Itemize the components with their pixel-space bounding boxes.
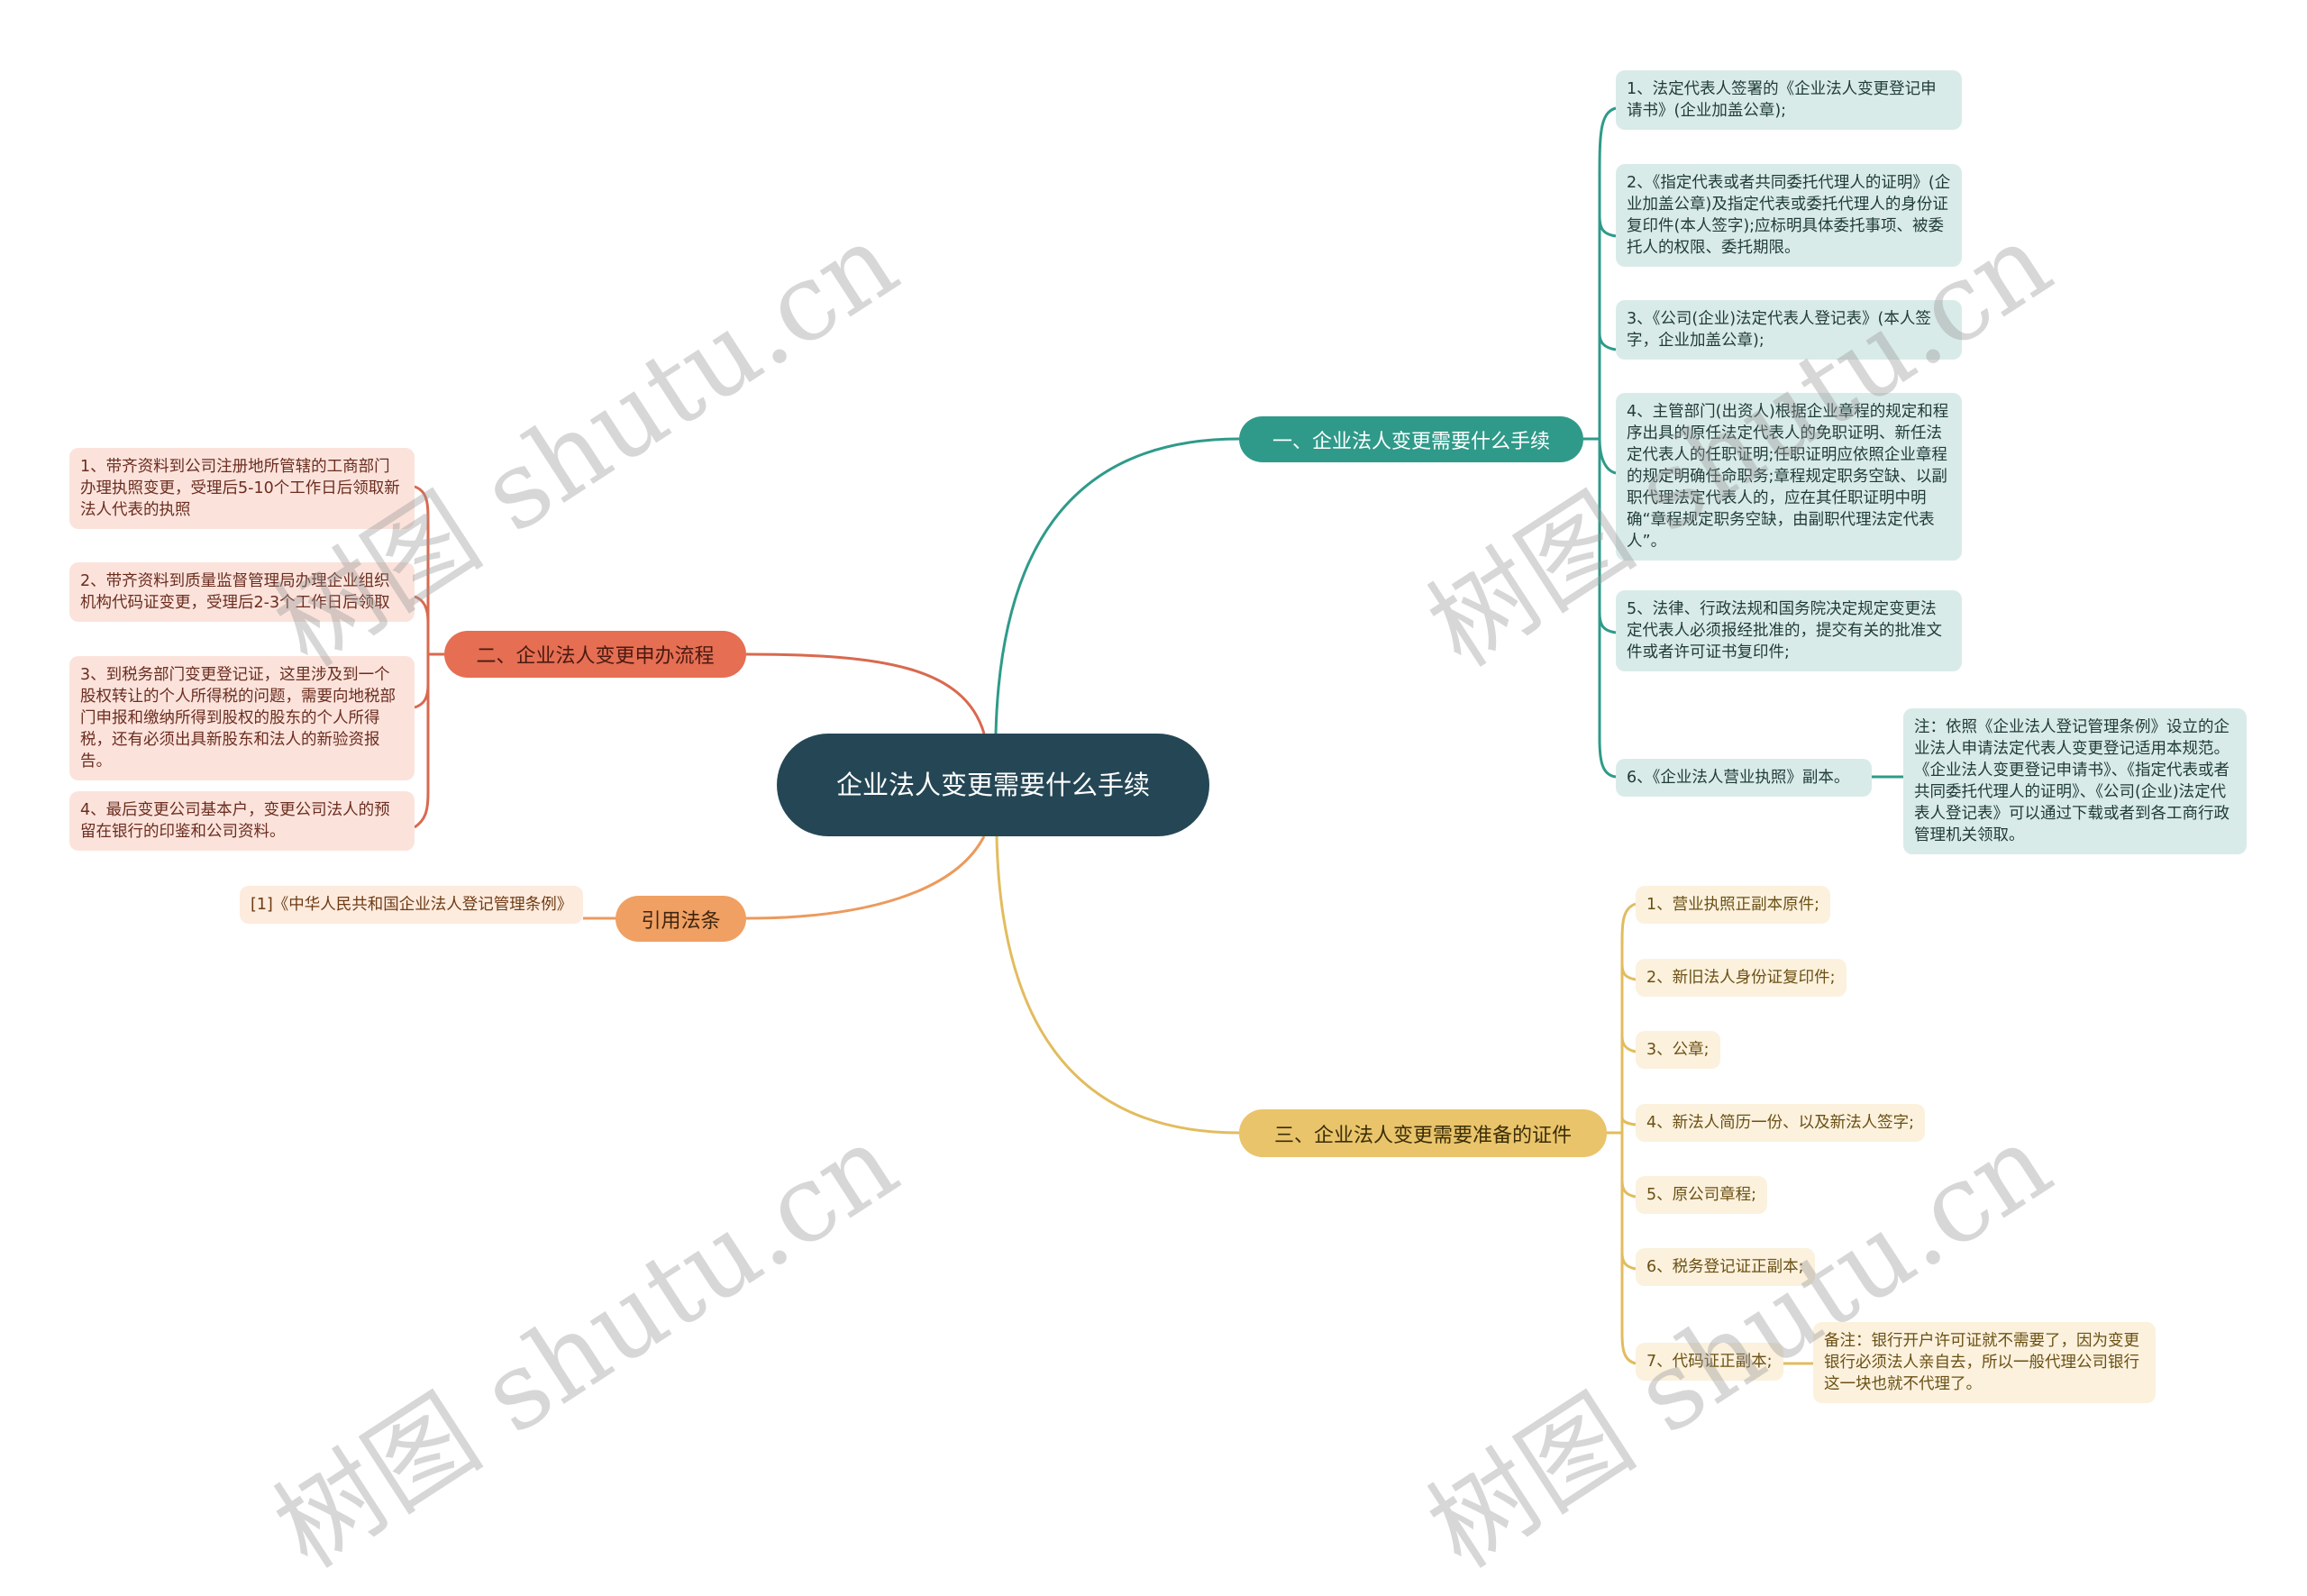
branch-three-item-3[interactable]: 3、公章;	[1636, 1031, 1720, 1069]
branch-one-label: 一、企业法人变更需要什么手续	[1272, 430, 1550, 453]
root-node-label: 企业法人变更需要什么手续	[835, 770, 1150, 800]
branch-one-item-1[interactable]: 1、法定代表人签署的《企业法人变更登记申请书》(企业加盖公章);	[1616, 70, 1962, 130]
branch-two-node[interactable]: 二、企业法人变更申办流程	[444, 631, 746, 678]
branch-three-item-6[interactable]: 6、税务登记证正副本;	[1636, 1248, 1815, 1286]
branch-three-item-5[interactable]: 5、原公司章程;	[1636, 1176, 1768, 1214]
branch-three-item-1[interactable]: 1、营业执照正副本原件;	[1636, 886, 1831, 924]
branch-two-item-1[interactable]: 1、带齐资料到公司注册地所管辖的工商部门办理执照变更，受理后5-10个工作日后领…	[69, 448, 415, 529]
branch-one-note[interactable]: 注：依照《企业法人登记管理条例》设立的企业法人申请法定代表人变更登记适用本规范。…	[1903, 708, 2247, 854]
branch-one-item-6[interactable]: 6、《企业法人营业执照》副本。	[1616, 759, 1872, 797]
branch-three-label: 三、企业法人变更需要准备的证件	[1273, 1124, 1572, 1147]
branch-one-item-3[interactable]: 3、《公司(企业)法定代表人登记表》(本人签字，企业加盖公章);	[1616, 300, 1962, 360]
branch-three-item-4[interactable]: 4、新法人简历一份、以及新法人签字;	[1636, 1104, 1926, 1142]
cite-branch-node[interactable]: 引用法条	[616, 896, 746, 942]
branch-two-item-2[interactable]: 2、带齐资料到质量监督管理局办理企业组织机构代码证变更，受理后2-3个工作日后领…	[69, 562, 415, 622]
branch-three-note[interactable]: 备注：银行开户许可证就不需要了，因为变更银行必须法人亲自去，所以一般代理公司银行…	[1813, 1322, 2156, 1403]
branch-three-node[interactable]: 三、企业法人变更需要准备的证件	[1239, 1109, 1607, 1157]
branch-two-item-3[interactable]: 3、到税务部门变更登记证，这里涉及到一个股权转让的个人所得税的问题，需要向地税部…	[69, 656, 415, 780]
connector-lines	[414, 106, 1903, 1365]
cite-item-1[interactable]: [1]《中华人民共和国企业法人登记管理条例》	[240, 886, 583, 924]
branch-one-item-5[interactable]: 5、法律、行政法规和国务院决定规定变更法定代表人必须报经批准的，提交有关的批准文…	[1616, 590, 1962, 671]
branch-one-item-2[interactable]: 2、《指定代表或者共同委托代理人的证明》(企业加盖公章)及指定代表或委托代理人的…	[1616, 164, 1962, 267]
root-node[interactable]: 企业法人变更需要什么手续	[777, 734, 1209, 836]
branch-three-item-7[interactable]: 7、代码证正副本;	[1636, 1343, 1783, 1381]
branch-one-item-4[interactable]: 4、主管部门(出资人)根据企业章程的规定和程序出具的原任法定代表人的免职证明、新…	[1616, 393, 1962, 561]
branch-two-item-4[interactable]: 4、最后变更公司基本户，变更公司法人的预留在银行的印鉴和公司资料。	[69, 791, 415, 851]
cite-branch-label: 引用法条	[641, 909, 721, 933]
branch-one-node[interactable]: 一、企业法人变更需要什么手续	[1239, 416, 1583, 462]
branch-two-label: 二、企业法人变更申办流程	[476, 645, 715, 668]
branch-three-item-2[interactable]: 2、新旧法人身份证复印件;	[1636, 959, 1847, 997]
